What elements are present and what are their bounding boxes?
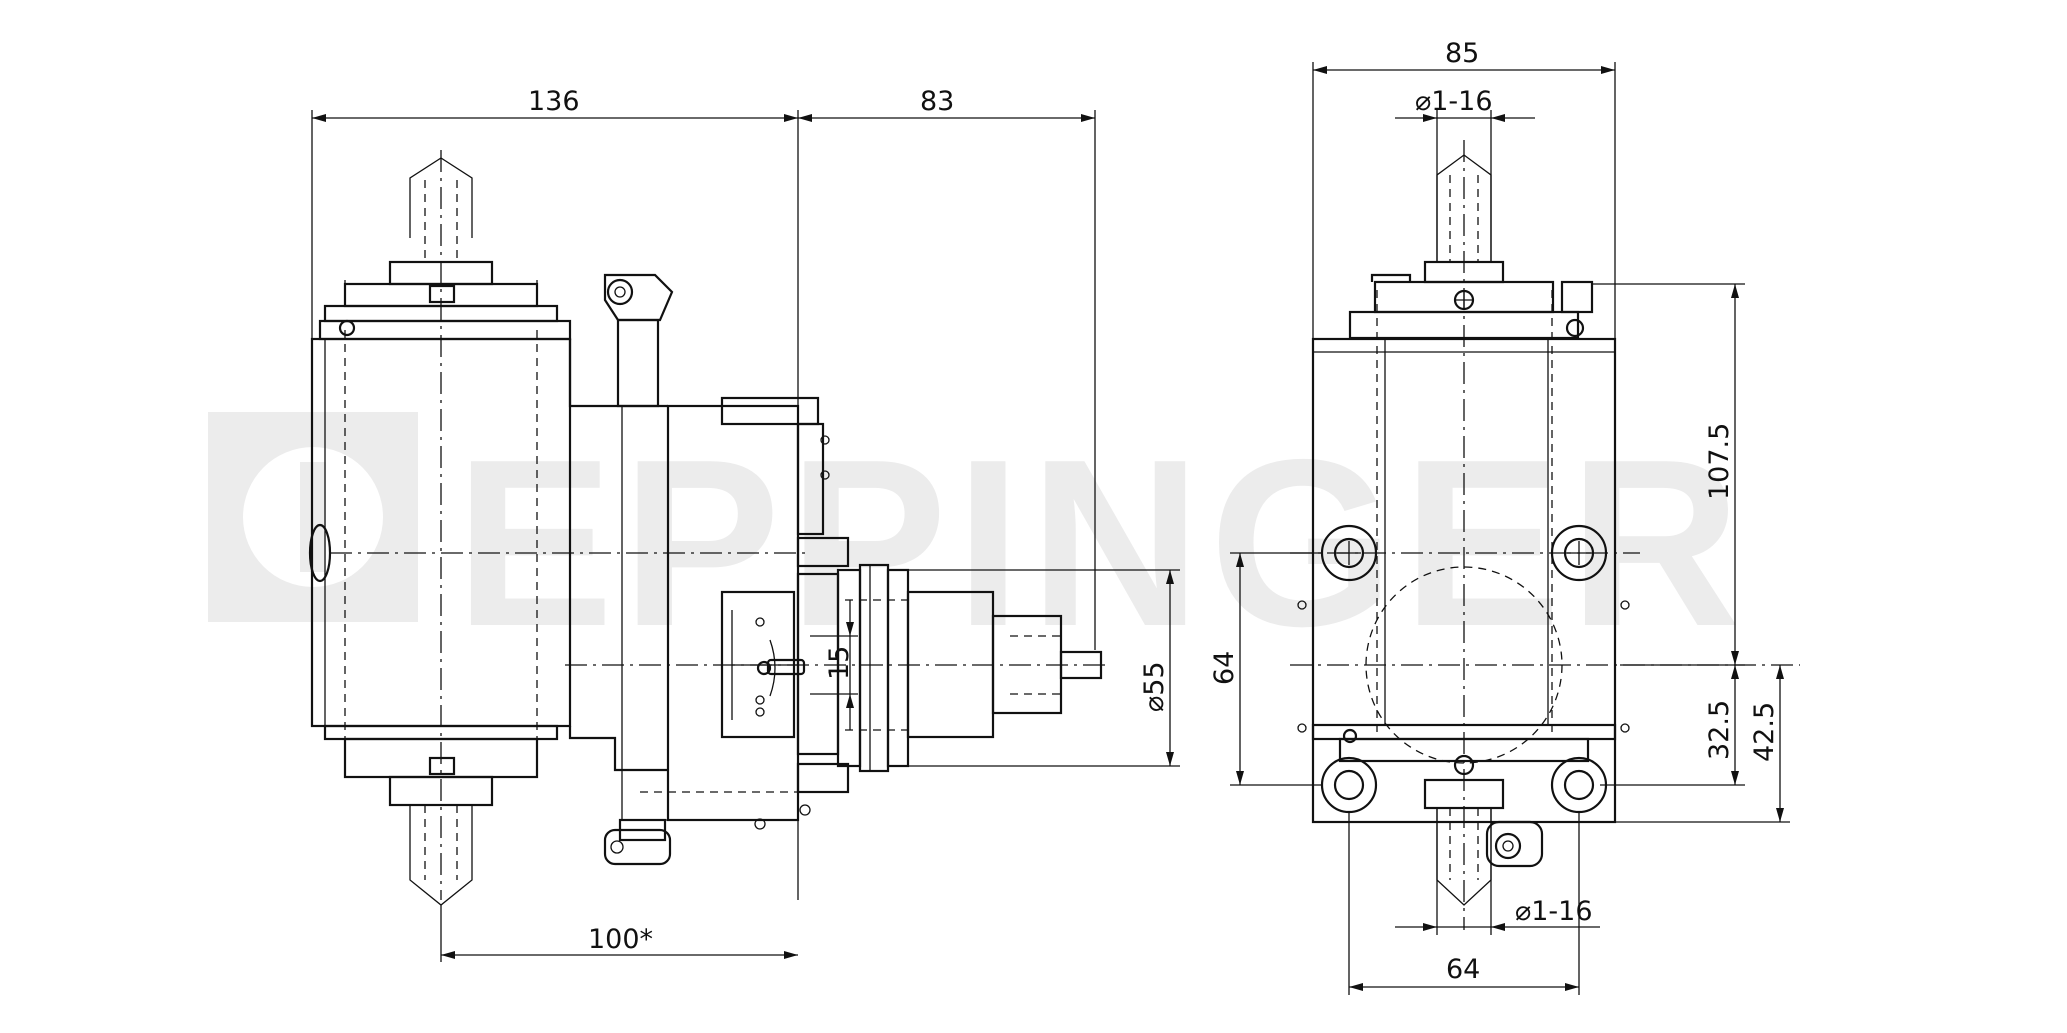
dim-42-5: 42.5: [1615, 665, 1790, 823]
dim-64-bottom: 64: [1348, 812, 1580, 995]
dim-thread-top-label: ⌀1-16: [1415, 86, 1493, 117]
dim-107-5: 107.5: [1592, 283, 1745, 666]
dim-83: 83: [798, 86, 1096, 650]
dim-32-5: 32.5: [1600, 665, 1745, 786]
dim-15-label: 15: [824, 646, 855, 680]
end-coolant-port: [1485, 820, 1544, 868]
clamping-flange: [720, 590, 806, 739]
dim-100-label: 100*: [588, 924, 653, 955]
dim-107-5-label: 107.5: [1704, 423, 1735, 500]
dim-thread-bottom: ⌀1-16: [1395, 808, 1600, 935]
watermark-logo: EPPINGER: [208, 411, 1749, 676]
dim-42-5-label: 42.5: [1749, 702, 1780, 762]
end-top-shank: [1348, 154, 1594, 340]
dim-136: 136: [311, 86, 799, 900]
dim-85-label: 85: [1445, 38, 1479, 69]
dim-thread-top: ⌀1-16: [1395, 86, 1535, 262]
dim-thread-bottom-label: ⌀1-16: [1515, 896, 1593, 927]
dim-55-label: ⌀55: [1139, 661, 1170, 712]
dim-100: 100*: [440, 905, 798, 962]
watermark-text: EPPINGER: [455, 411, 1749, 676]
dim-85: 85: [1312, 38, 1616, 339]
dim-64-vertical-label: 64: [1209, 651, 1240, 685]
dim-64-vertical: 64: [1209, 552, 1322, 786]
dim-83-label: 83: [920, 86, 954, 117]
dim-136-label: 136: [528, 86, 580, 117]
side-view: 136 83 100* ⌀55: [308, 86, 1180, 962]
end-view: 85 ⌀1-16 ⌀1-16 64: [1209, 38, 1800, 995]
coolant-fitting-top: [603, 273, 674, 408]
dim-15: 15: [810, 600, 858, 730]
coolant-fitting-bottom: [603, 818, 672, 866]
dim-32-5-label: 32.5: [1704, 700, 1735, 760]
dim-64-bottom-label: 64: [1446, 954, 1480, 985]
dim-55: ⌀55: [908, 569, 1180, 767]
